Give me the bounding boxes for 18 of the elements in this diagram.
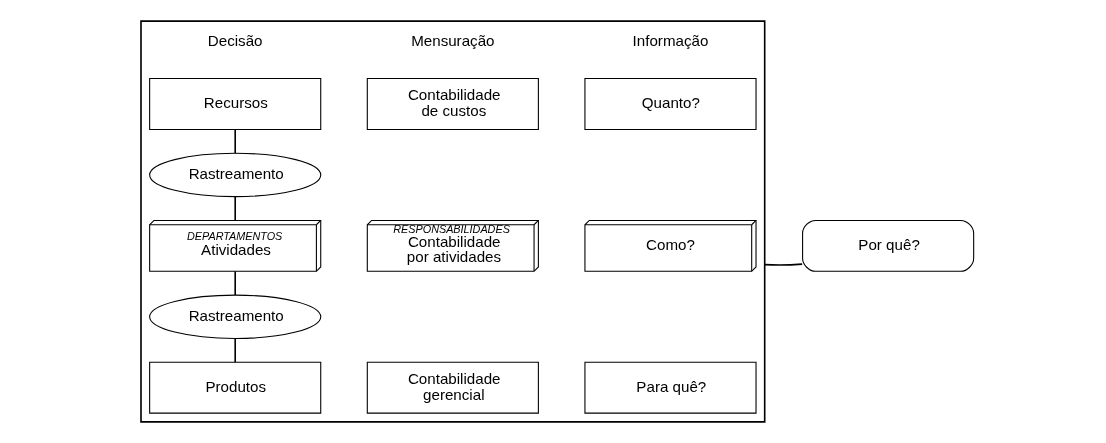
node-box: Quanto? [584,78,757,130]
node-box: Recursos [149,78,322,130]
connector [763,263,803,266]
node-ellipse: Rastreamento [149,152,322,198]
connector [234,270,236,296]
connector [234,337,236,363]
cluster [140,20,766,423]
label: Decisão [207,32,263,50]
label: Informação [632,32,709,50]
label: Mensuração [411,32,495,50]
node-box: Por quê? [802,219,975,272]
node-box: Para quê? [584,361,757,414]
node-ellipse: Rastreamento [149,294,322,339]
node-box: Contabilidade de custos [366,78,539,130]
node-box: Contabilidade gerencial [366,361,539,414]
node-box: Produtos [149,361,322,414]
connector [234,195,236,222]
connector [234,128,236,154]
